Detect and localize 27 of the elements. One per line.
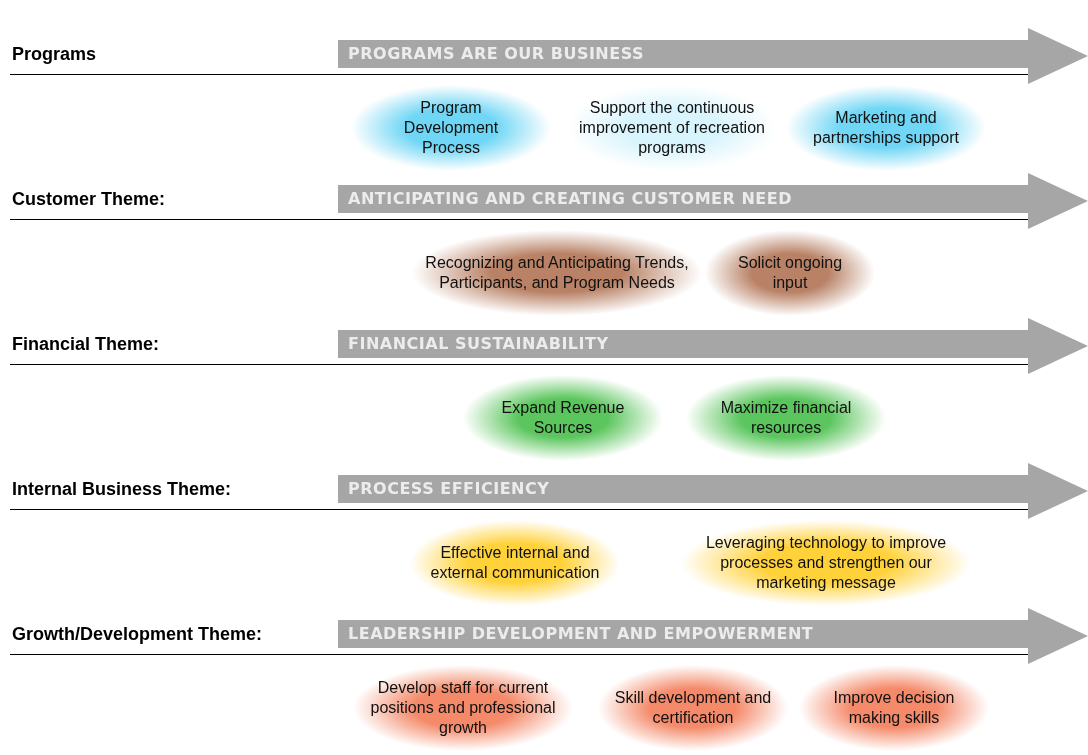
- banner-heading: LEADERSHIP DEVELOPMENT AND EMPOWERMENT: [348, 624, 814, 643]
- objective-text: Effective internal and external communication: [429, 543, 601, 583]
- objective-text: Support the continuous improvement of recreation programs: [578, 98, 766, 158]
- objective-text: Maximize financial resources: [719, 398, 853, 438]
- arrow-banner: [338, 608, 1088, 664]
- objective-text: Skill development and certification: [613, 688, 773, 728]
- theme-label: Growth/Development Theme:: [12, 624, 263, 645]
- arrow-banner: [338, 28, 1088, 84]
- objective-text: Develop staff for current positions and professional growth: [369, 678, 557, 738]
- banner-heading: PROGRAMS ARE OUR BUSINESS: [348, 44, 644, 63]
- theme-label: Financial Theme:: [12, 334, 160, 355]
- objective-text: Recognizing and Anticipating Trends, Participants, and Program Needs: [424, 253, 690, 293]
- objective-text: Leveraging technology to improve processes and strengthen our marketing message: [704, 533, 948, 593]
- objective-text: Solicit ongoing input: [736, 253, 844, 293]
- banner-heading: FINANCIAL SUSTAINABILITY: [348, 334, 609, 353]
- theme-label: Customer Theme:: [12, 189, 166, 210]
- objective-text: Program Development Process: [402, 98, 500, 158]
- objective-text: Expand Revenue Sources: [500, 398, 626, 438]
- theme-label: Programs: [12, 44, 97, 65]
- arrow-banner: [338, 318, 1088, 374]
- objective-text: Marketing and partnerships support: [812, 108, 960, 148]
- banner-heading: PROCESS EFFICIENCY: [348, 479, 550, 498]
- arrow-banner: [338, 463, 1088, 519]
- banner-heading: ANTICIPATING AND CREATING CUSTOMER NEED: [348, 189, 792, 208]
- objective-text: Improve decision making skills: [832, 688, 956, 728]
- arrow-banner: [338, 173, 1088, 229]
- theme-label: Internal Business Theme:: [12, 479, 232, 500]
